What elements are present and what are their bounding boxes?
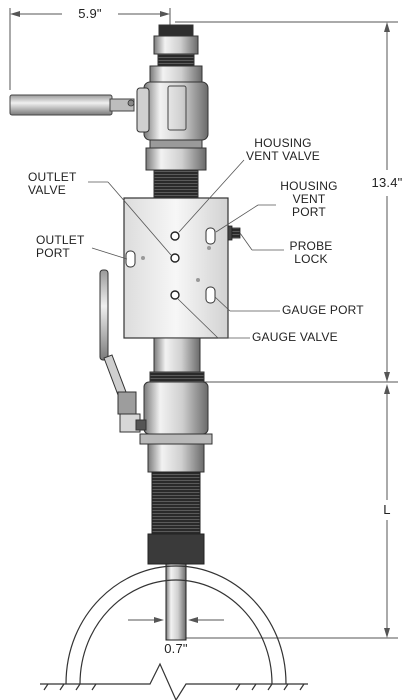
top-fitting [149, 24, 203, 83]
outlet-valve-line-1: OUTLET [28, 170, 77, 184]
top-handle [9, 94, 135, 116]
insertion-length-dimension-text: L [383, 502, 391, 517]
outlet-port-label: OUTLET PORT [36, 234, 85, 260]
ball-valve-lever [99, 269, 147, 433]
housing-vent-port-label: HOUSING VENT PORT [270, 180, 348, 219]
lower-fitting [139, 337, 213, 473]
outlet-port-line-2: PORT [36, 246, 70, 260]
housing-vent-port-line-1: HOUSING [280, 179, 338, 193]
probe-pipe [147, 471, 205, 641]
probe-lock-line-2: LOCK [294, 252, 328, 266]
probe-lock-label: PROBE LOCK [284, 240, 338, 266]
housing-vent-valve-screw [170, 231, 180, 241]
outlet-port-opening [125, 250, 136, 268]
overall-height-dimension-text: 13.4" [371, 175, 403, 190]
housing-vent-valve-label: HOUSING VENT VALVE [224, 137, 342, 163]
probe-lock-knob [227, 225, 241, 241]
outlet-valve-screw [170, 253, 180, 263]
housing-vent-port-opening [205, 227, 216, 245]
housing-vent-valve-line-2: VENT VALVE [245, 149, 321, 163]
gauge-valve-label: GAUGE VALVE [252, 330, 338, 344]
outlet-valve-label: OUTLET VALVE [28, 171, 77, 197]
outlet-valve-line-2: VALVE [28, 183, 66, 197]
housing-vent-port-line-2: VENT [292, 192, 326, 206]
probe-diameter-dimension [128, 617, 224, 623]
height-dimension [175, 21, 398, 639]
probe-lock-line-1: PROBE [289, 239, 333, 253]
gauge-port-opening [205, 286, 216, 304]
housing-vent-port-line-3: PORT [292, 205, 326, 219]
probe-diameter-dimension-text: 0.7" [164, 641, 188, 656]
process-pipe [40, 565, 308, 700]
leader-lines [88, 159, 284, 339]
width-dimension [9, 8, 171, 90]
housing-vent-valve-line-1: HOUSING [254, 136, 312, 150]
upper-valve-body [136, 81, 209, 199]
gauge-valve-screw [170, 290, 180, 300]
housing-block [123, 197, 229, 339]
gauge-port-label: GAUGE PORT [282, 303, 364, 317]
width-dimension-text: 5.9" [78, 6, 102, 21]
outlet-port-line-1: OUTLET [36, 233, 85, 247]
